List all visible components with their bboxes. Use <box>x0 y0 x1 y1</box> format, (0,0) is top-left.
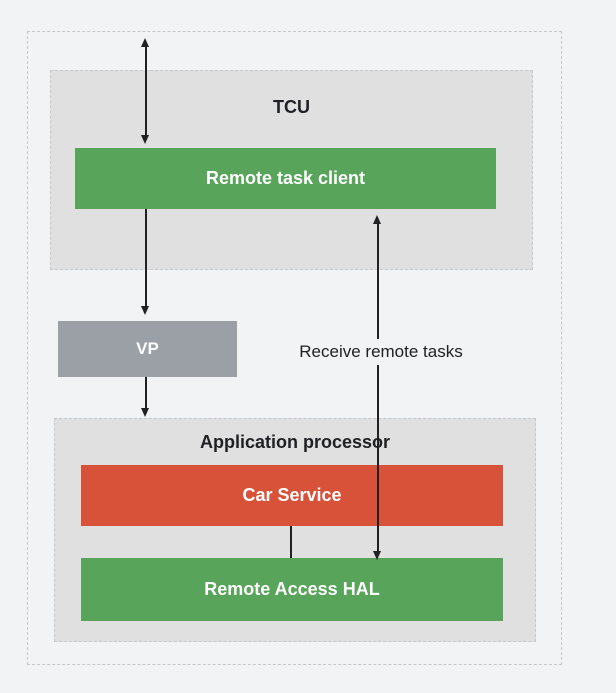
remote-task-client-label: Remote task client <box>205 168 366 188</box>
connector-line <box>290 526 292 558</box>
vp-label: VP <box>136 339 159 358</box>
vp-node: VP <box>58 321 237 377</box>
car-service-label: Car Service <box>242 485 342 505</box>
tcu-title: TCU <box>273 97 310 117</box>
arrowhead-up-icon <box>373 215 381 224</box>
arrowhead-down-icon <box>141 306 149 315</box>
outer-boundary <box>27 31 562 665</box>
remote-access-hal-label: Remote Access HAL <box>204 579 380 599</box>
remote-access-hal-node: Remote Access HAL <box>81 558 503 621</box>
car-service-node: Car Service <box>81 465 503 526</box>
receive-remote-tasks-label: Receive remote tasks <box>277 339 485 365</box>
remote-task-client-node: Remote task client <box>75 148 496 209</box>
arrowhead-down-icon <box>141 135 149 144</box>
arrowhead-up-icon <box>141 38 149 47</box>
application-processor-title: Application processor <box>199 432 391 452</box>
arrowhead-down-icon <box>141 408 149 417</box>
arrow-line <box>377 222 379 552</box>
arrow-line <box>145 209 147 307</box>
arrow-line <box>145 377 147 409</box>
arrowhead-down-icon <box>373 551 381 560</box>
arrow-line <box>145 45 147 137</box>
